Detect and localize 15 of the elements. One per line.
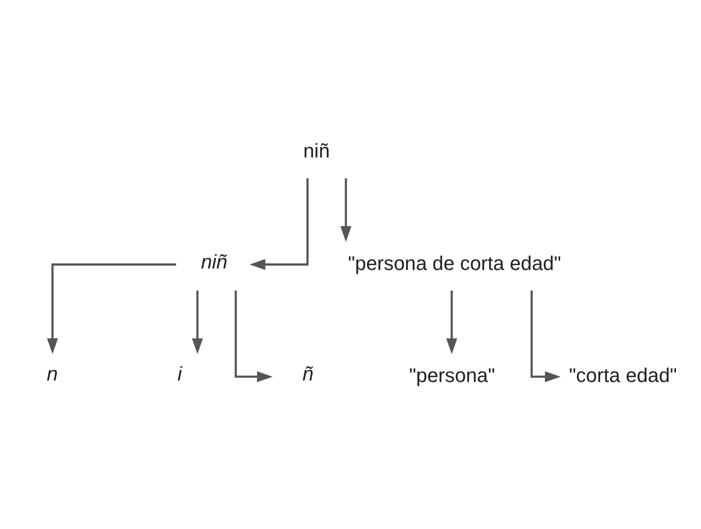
node-text: "corta edad" (568, 365, 677, 387)
arrow (530, 290, 561, 382)
node-text: n (46, 364, 58, 386)
node-text: i (178, 364, 182, 386)
arrow (446, 290, 458, 354)
arrow (192, 290, 203, 354)
arrow (250, 178, 309, 270)
node-text: niñ (303, 140, 330, 163)
arrow (234, 290, 273, 382)
node-text: "persona de corta edad" (348, 252, 562, 275)
arrow (340, 178, 352, 242)
node-text: "persona" (409, 365, 496, 387)
node-text: niñ (200, 251, 228, 274)
node-text: ñ (302, 364, 314, 386)
arrow (47, 263, 176, 354)
